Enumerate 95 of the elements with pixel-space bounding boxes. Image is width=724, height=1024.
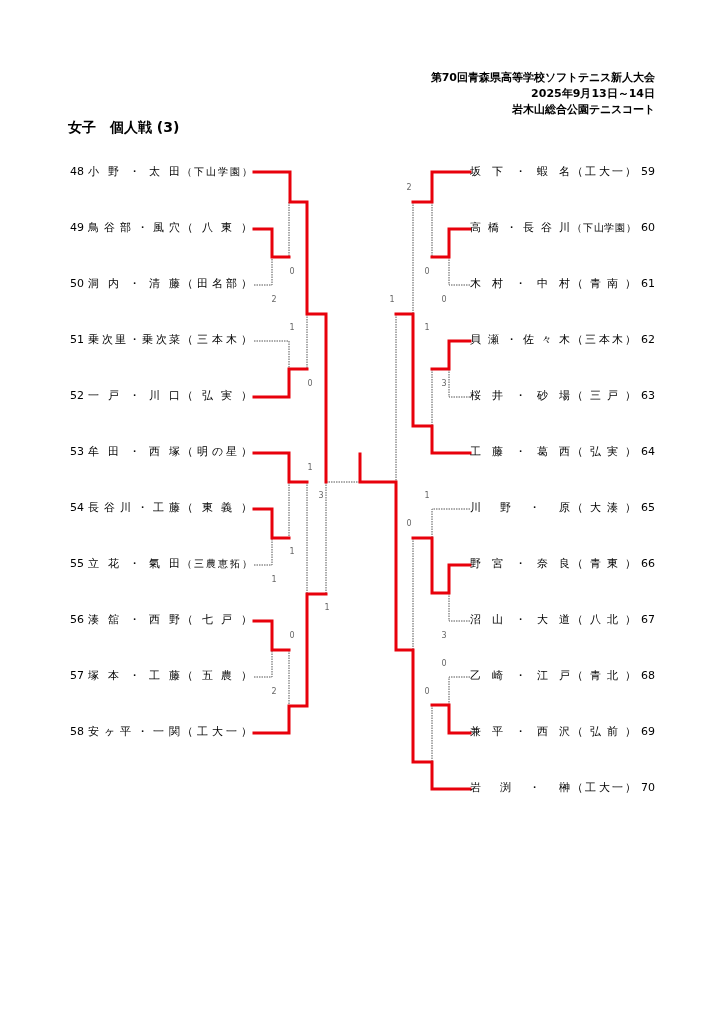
- score-label: 2: [405, 182, 413, 194]
- score-label: 2: [270, 686, 278, 698]
- school-name: （弘前）: [572, 725, 636, 739]
- score-label: 1: [270, 574, 278, 586]
- player-name: 洞内・清藤: [88, 277, 180, 291]
- score-label: 3: [440, 630, 448, 642]
- player-name: 安ヶ平・一関: [88, 725, 180, 739]
- player-number: 66: [641, 557, 656, 571]
- score-label: 3: [317, 490, 325, 502]
- score-label: 0: [440, 294, 448, 306]
- venue-name: 岩木山総合公園テニスコート: [511, 103, 655, 117]
- player-number: 48: [69, 165, 84, 179]
- score-label: 0: [440, 658, 448, 670]
- player-number: 61: [641, 277, 656, 291]
- school-name: （工大一）: [572, 781, 636, 795]
- school-name: （工大一）: [572, 165, 636, 179]
- score-label: 2: [270, 294, 278, 306]
- player-name: 桜井・砂場: [470, 389, 570, 403]
- player-number: 51: [69, 333, 84, 347]
- school-name: （下山学園）: [572, 221, 636, 235]
- score-label: 1: [288, 322, 296, 334]
- school-name: （七戸）: [182, 613, 252, 627]
- player-number: 53: [69, 445, 84, 459]
- score-label: 3: [440, 378, 448, 390]
- school-name: （八東）: [182, 221, 252, 235]
- score-label: 0: [405, 518, 413, 530]
- school-name: （三戸）: [572, 389, 636, 403]
- player-number: 52: [69, 389, 84, 403]
- player-number: 58: [69, 725, 84, 739]
- player-name: 鳥谷部・風穴: [88, 221, 180, 235]
- player-name: 川野・原: [470, 501, 570, 515]
- school-name: （三農恵拓）: [182, 557, 252, 571]
- player-number: 68: [641, 669, 656, 683]
- score-label: 1: [306, 462, 314, 474]
- player-name: 乗次里・乗次菜: [88, 333, 180, 347]
- score-label: 0: [423, 686, 431, 698]
- score-label: 1: [323, 602, 331, 614]
- school-name: （下山学園）: [182, 165, 252, 179]
- player-number: 54: [69, 501, 84, 515]
- player-number: 64: [641, 445, 656, 459]
- player-name: 立花・氣田: [88, 557, 180, 571]
- player-number: 70: [641, 781, 656, 795]
- score-label: 1: [423, 322, 431, 334]
- school-name: （青東）: [572, 557, 636, 571]
- score-label: 0: [288, 630, 296, 642]
- player-name: 岩渕・榊: [470, 781, 570, 795]
- player-name: 高橋・長谷川: [470, 221, 570, 235]
- school-name: （青南）: [572, 277, 636, 291]
- school-name: （大湊）: [572, 501, 636, 515]
- player-number: 60: [641, 221, 656, 235]
- player-name: 塚本・工藤: [88, 669, 180, 683]
- player-name: 木村・中村: [470, 277, 570, 291]
- player-name: 湊舘・西野: [88, 613, 180, 627]
- school-name: （三本木）: [572, 333, 636, 347]
- player-name: 牟田・西塚: [88, 445, 180, 459]
- school-name: （工大一）: [182, 725, 252, 739]
- player-name: 工藤・葛西: [470, 445, 570, 459]
- school-name: （弘実）: [182, 389, 252, 403]
- player-name: 沼山・大道: [470, 613, 570, 627]
- player-number: 65: [641, 501, 656, 515]
- score-label: 1: [388, 294, 396, 306]
- event-date: 2025年9月13日～14日: [530, 87, 655, 101]
- school-name: （弘実）: [572, 445, 636, 459]
- player-name: 長谷川・工藤: [88, 501, 180, 515]
- score-label: 0: [423, 266, 431, 278]
- school-name: （田名部）: [182, 277, 252, 291]
- player-number: 63: [641, 389, 656, 403]
- school-name: （明の星）: [182, 445, 252, 459]
- player-number: 57: [69, 669, 84, 683]
- player-number: 59: [641, 165, 656, 179]
- player-number: 50: [69, 277, 84, 291]
- player-number: 69: [641, 725, 656, 739]
- school-name: （東義）: [182, 501, 252, 515]
- player-number: 49: [69, 221, 84, 235]
- player-number: 67: [641, 613, 656, 627]
- school-name: （五農）: [182, 669, 252, 683]
- player-name: 兼平・西沢: [470, 725, 570, 739]
- score-label: 0: [306, 378, 314, 390]
- player-name: 一戸・川口: [88, 389, 180, 403]
- player-number: 56: [69, 613, 84, 627]
- score-label: 1: [288, 546, 296, 558]
- school-name: （三本木）: [182, 333, 252, 347]
- school-name: （八北）: [572, 613, 636, 627]
- player-name: 坂下・蝦名: [470, 165, 570, 179]
- player-number: 55: [69, 557, 84, 571]
- player-number: 62: [641, 333, 656, 347]
- player-name: 乙崎・江戸: [470, 669, 570, 683]
- score-label: 1: [423, 490, 431, 502]
- player-name: 小野・太田: [88, 165, 180, 179]
- page-title: 女子 個人戦 (3): [68, 120, 180, 134]
- player-name: 貝瀬・佐々木: [470, 333, 570, 347]
- player-name: 野宮・奈良: [470, 557, 570, 571]
- tournament-name: 第70回青森県高等学校ソフトテニス新人大会: [429, 71, 655, 85]
- score-label: 0: [288, 266, 296, 278]
- school-name: （青北）: [572, 669, 636, 683]
